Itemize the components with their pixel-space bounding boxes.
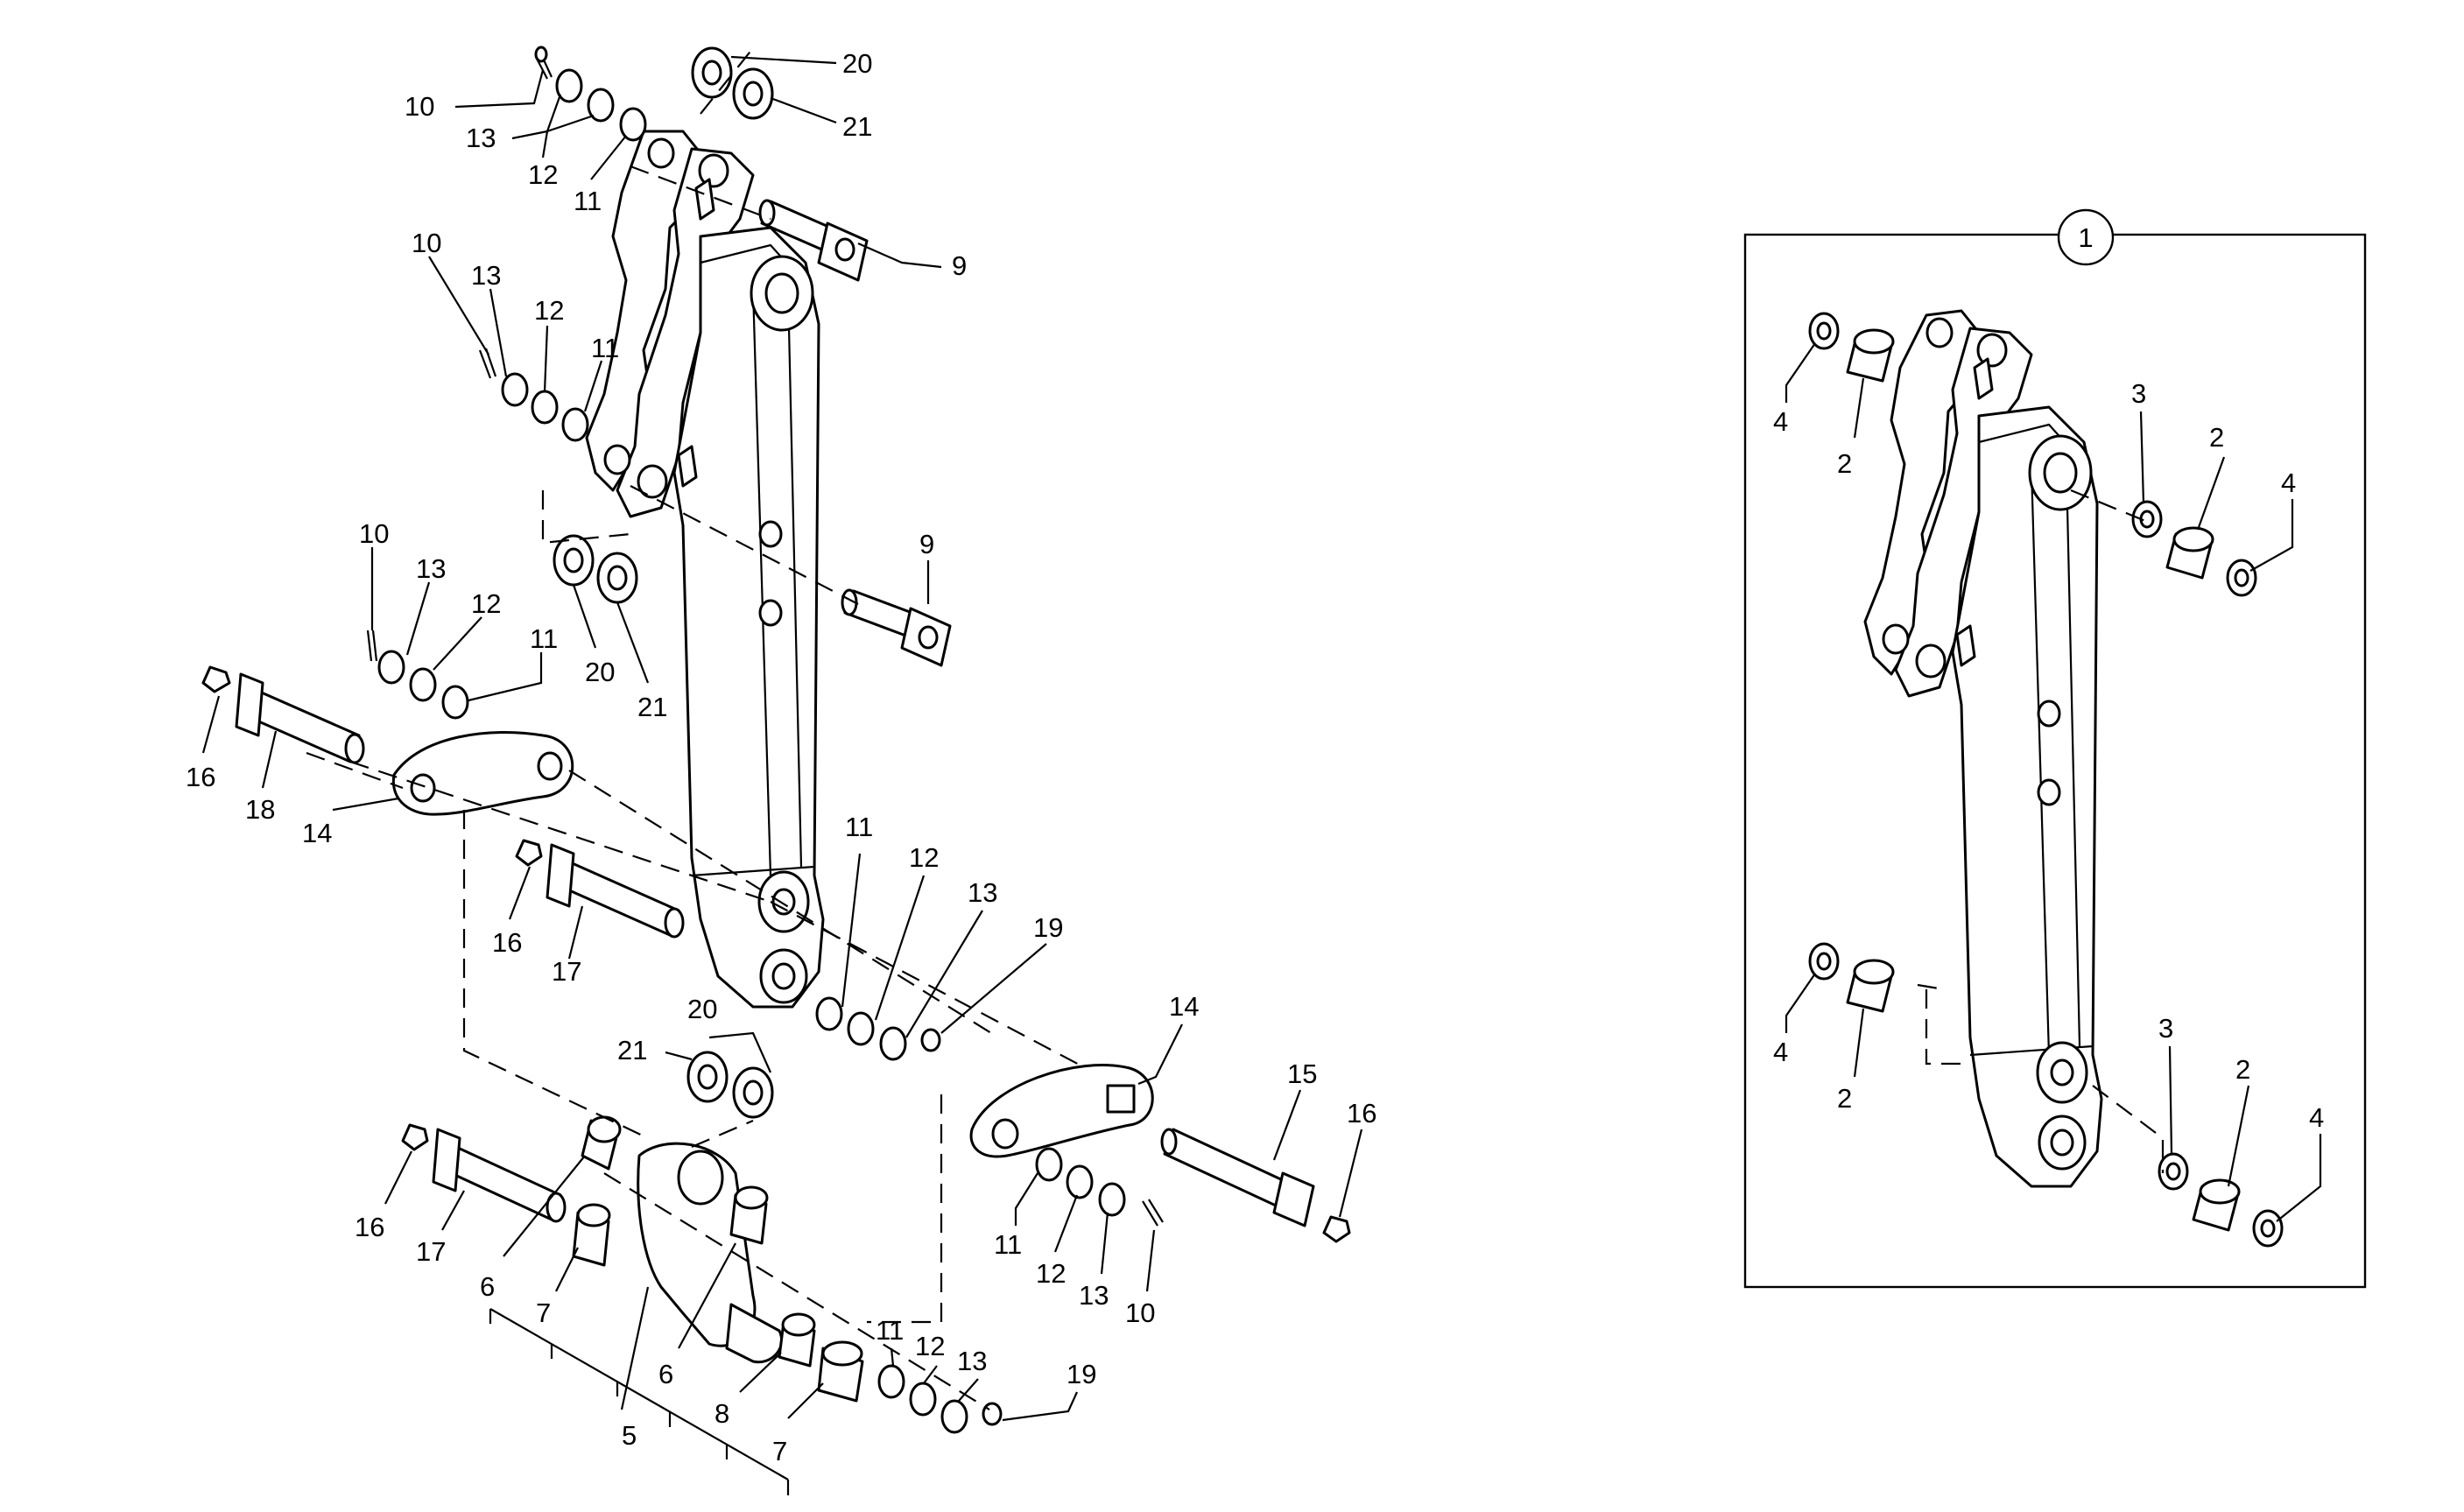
callout-14-left: 14 <box>302 818 332 848</box>
callout-13-top: 13 <box>466 123 496 153</box>
callout-19-lower: 19 <box>1067 1359 1096 1389</box>
callout-17-upper: 17 <box>552 956 581 987</box>
inset-callouts: 4 2 3 2 4 4 2 3 2 4 <box>1773 342 2324 1222</box>
link-14-right <box>969 1064 1154 1158</box>
callout-15: 15 <box>1287 1058 1317 1089</box>
alignment-lines <box>306 47 1087 1410</box>
pin-15 <box>1160 1128 1351 1243</box>
callout-12-bottom: 12 <box>915 1331 945 1361</box>
inset-callout-2-tl: 2 <box>1837 448 1852 479</box>
inset-callout-2-top: 2 <box>2209 422 2224 453</box>
inset-callout-3-bottom: 3 <box>2158 1013 2173 1044</box>
callout-16-left: 16 <box>186 762 215 792</box>
inset-callout-4-bl: 4 <box>1773 1037 1788 1067</box>
pin-9-mid <box>841 588 952 667</box>
callout-9-top: 9 <box>952 250 967 281</box>
inset-callout-4-bottom: 4 <box>2309 1102 2324 1133</box>
callout-5: 5 <box>622 1420 637 1451</box>
rings-lower <box>686 996 1164 1434</box>
link-14-left <box>391 730 574 816</box>
callout-11-top: 11 <box>574 186 602 216</box>
pin-9-top <box>758 199 869 282</box>
callout-7-left: 7 <box>536 1298 551 1328</box>
callout-21-mid: 21 <box>637 692 667 722</box>
h-link-5 <box>637 1142 784 1364</box>
callout-12-mid: 12 <box>534 295 564 326</box>
callout-12-top: 12 <box>528 159 558 190</box>
inset-parts <box>1808 312 2284 1248</box>
callout-16-mid: 16 <box>492 927 522 958</box>
callout-13-mid: 13 <box>471 260 501 291</box>
callout-21-lower: 21 <box>617 1035 647 1065</box>
callout-12-left: 12 <box>471 588 501 619</box>
arm-inset <box>1863 309 2103 1188</box>
callout-11-bottom: 11 <box>876 1315 904 1346</box>
pin-18 <box>201 665 365 764</box>
callout-13-bottom: 13 <box>957 1346 987 1376</box>
callout-6-right: 6 <box>658 1359 673 1389</box>
callout-13-right: 13 <box>968 877 997 908</box>
inset-callout-3-top: 3 <box>2131 378 2146 409</box>
callout-10-mid: 10 <box>412 228 441 258</box>
inset-callout-4-top: 4 <box>2281 468 2296 498</box>
callout-12-lowright: 12 <box>1036 1258 1066 1289</box>
pin-17-lower <box>401 1123 567 1223</box>
callout-10-top: 10 <box>405 91 434 122</box>
callout-11-right: 11 <box>845 812 873 842</box>
callout-8: 8 <box>715 1398 729 1429</box>
callout-13-lowright: 13 <box>1079 1280 1109 1311</box>
callout-10-lowright: 10 <box>1125 1298 1155 1328</box>
callout-10-left: 10 <box>359 518 389 549</box>
inset-badge: 1 <box>2078 222 2093 253</box>
callout-11-left: 11 <box>530 623 558 654</box>
pin-17-upper <box>515 839 685 939</box>
inset-callout-4-tl: 4 <box>1773 406 1788 437</box>
callout-20-top: 20 <box>842 48 872 79</box>
bushings <box>572 1115 864 1403</box>
inset-callout-2-bottom: 2 <box>2235 1054 2250 1085</box>
callout-20-lower: 20 <box>687 994 717 1024</box>
arm-main <box>585 130 825 1009</box>
callouts-main: 20 21 10 13 12 11 9 10 13 12 11 9 20 21 … <box>186 48 1376 1495</box>
callout-19-upper: 19 <box>1033 912 1063 943</box>
callout-12-right: 12 <box>909 842 939 873</box>
callout-18: 18 <box>245 794 275 825</box>
callout-20-mid: 20 <box>585 657 615 687</box>
callout-11-mid: 11 <box>591 333 619 363</box>
callout-7-right: 7 <box>772 1436 787 1466</box>
inset-frame: 1 <box>1743 208 2367 1289</box>
callout-13-left: 13 <box>416 553 446 584</box>
inset-callout-2-bl: 2 <box>1837 1083 1852 1114</box>
callout-9-mid: 9 <box>919 529 934 559</box>
callout-16-right: 16 <box>1347 1098 1376 1129</box>
callout-14-right: 14 <box>1169 991 1199 1022</box>
rings-top <box>366 46 774 720</box>
callout-17-lower: 17 <box>416 1236 446 1267</box>
callout-16-lower: 16 <box>355 1212 384 1242</box>
callout-6-left: 6 <box>480 1271 495 1302</box>
callout-11-lowright: 11 <box>994 1229 1022 1260</box>
callout-21-top: 21 <box>842 111 872 142</box>
